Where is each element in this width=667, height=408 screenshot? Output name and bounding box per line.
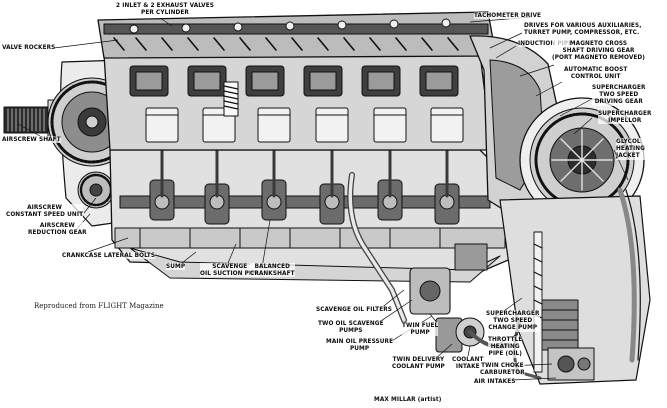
supercharger-impellor-label: SUPERCHARGER IMPELLOR [598,109,652,125]
reduction-line-2: REDUCTION GEAR [28,228,87,237]
balanced-crankshaft-label: BALANCED CRANKSHAFT [250,262,295,278]
valve-rockers-label: VALVE ROCKERS [2,43,56,52]
pumps-drawing [347,172,508,353]
tachometer-drive-label: TACHOMETER DRIVE [474,11,542,20]
crankcase-lateral-bolts-label: CRANKCASE LATERAL BOLTS [62,251,156,260]
supercharger-change-pump-label: SUPERCHARGER TWO SPEED CHANGE PUMP [486,309,540,332]
sc-gear-line-2: TWO SPEED [599,90,639,99]
two-oil-scavenge-pumps-label: TWO OIL SCAVENGE PUMPS [318,319,384,335]
twin-fuel-line-2: PUMP [410,328,430,337]
glycol-line-1: GLYCOL [616,137,641,145]
scavenge-pipe-line-1: SCAVENGE [212,262,248,270]
airscrew-reduction-gear-label: AIRSCREW REDUCTION GEAR [28,221,87,237]
throttle-line-3: PIPE (OIL) [488,349,522,358]
glycol-heating-jacket-label: GLYCOL HEATING JACKET [616,137,645,160]
magneto-cross-shaft-label: MAGNETO CROSS SHAFT DRIVING GEAR (PORT M… [552,39,646,62]
magneto-line-2: SHAFT DRIVING GEAR [562,46,635,55]
twin-fuel-pump-label: TWIN FUEL PUMP [402,321,439,337]
boost-line-1: AUTOMATIC BOOST [564,65,628,73]
auxiliary-drives-line-2: TURRET PUMP, COMPRESSOR, ETC. [524,28,640,37]
scavenge-oil-suction-pipe-label: SCAVENGE OIL SUCTION PIPE [200,262,260,278]
twin-fuel-line-1: TWIN FUEL [402,321,439,329]
twin-delivery-line-2: COOLANT PUMP [392,362,445,371]
coolant-intake-line-1: COOLANT [452,355,484,363]
csu-line-1: AIRSCREW [27,203,62,211]
twin-choke-line-1: TWIN CHOKE [481,361,524,369]
twin-choke-carburetor-label: TWIN CHOKE CARBURETOR [480,361,525,377]
artist-credit: MAX MILLAR (artist) [374,395,442,404]
auxiliary-drives-line-1: DRIVES FOR VARIOUS AUXILIARIES, [524,21,642,29]
induction-supercharger-drawing [469,35,651,385]
two-oil-line-1: TWO OIL SCAVENGE [318,319,384,327]
auxiliary-drives-label: DRIVES FOR VARIOUS AUXILIARIES, TURRET P… [524,21,642,37]
inlet-exhaust-valves-label: 2 INLET & 2 EXHAUST VALVES PER CYLINDER [116,1,215,17]
coolant-intake-label: COOLANT INTAKE [452,355,484,371]
sc-gear-line-1: SUPERCHARGER [592,83,646,91]
coolant-intake-line-2: INTAKE [455,362,480,371]
source-credit: Reproduced from FLIGHT Magazine [34,302,164,310]
supercharger-driving-gear-label: SUPERCHARGER TWO SPEED DRIVING GEAR [592,83,646,106]
magneto-line-3: (PORT MAGNETO REMOVED) [552,53,646,62]
cylinder-block-drawing [103,53,493,151]
crankshaft-line-2: CRANKSHAFT [250,269,295,278]
cylinder-head-drawing [97,11,497,59]
csu-line-2: CONSTANT SPEED UNIT [6,210,84,219]
two-oil-line-2: PUMPS [339,326,363,335]
airscrew-constant-speed-unit-label: AIRSCREW CONSTANT SPEED UNIT [6,203,84,219]
twin-delivery-line-1: TWIN DELIVERY [392,355,445,363]
glycol-line-3: JACKET [616,151,640,160]
inlet-exhaust-valves-line-2: PER CYLINDER [141,8,189,17]
inlet-exhaust-valves-line-1: 2 INLET & 2 EXHAUST VALVES [116,1,215,9]
throttle-heating-pipe-label: THROTTLE HEATING PIPE (OIL) [488,335,523,358]
airscrew-shaft-label: AIRSCREW SHAFT [2,135,61,144]
magneto-line-1: MAGNETO CROSS [569,39,628,47]
twin-delivery-coolant-pump-label: TWIN DELIVERY COOLANT PUMP [392,355,445,371]
reduction-line-1: AIRSCREW [39,221,75,229]
automatic-boost-control-label: AUTOMATIC BOOST CONTROL UNIT [564,65,628,81]
sc-impellor-line-1: SUPERCHARGER [598,109,652,117]
main-oil-line-2: PUMP [349,344,370,353]
induction-pipe-label: INDUCTION PIPE [518,39,573,48]
sump-label: SUMP [166,262,186,271]
sc-change-line-2: TWO SPEED [493,316,533,325]
main-oil-pressure-pump-label: MAIN OIL PRESSURE PUMP [326,337,394,353]
scavenge-oil-filters-label: SCAVENGE OIL FILTERS [316,305,392,314]
sc-impellor-line-2: IMPELLOR [608,116,642,125]
air-intakes-label: AIR INTAKES [474,377,516,386]
main-oil-line-1: MAIN OIL PRESSURE [326,337,394,345]
boost-line-2: CONTROL UNIT [570,72,621,81]
throttle-line-2: HEATING [490,342,520,351]
throttle-line-1: THROTTLE [488,335,523,343]
crankshaft-line-1: BALANCED [254,262,291,270]
sc-gear-line-3: DRIVING GEAR [594,97,643,106]
sc-change-line-3: CHANGE PUMP [488,323,538,332]
sc-change-line-1: SUPERCHARGER [486,309,540,317]
twin-choke-line-2: CARBURETOR [480,368,525,377]
scavenge-pipe-line-2: OIL SUCTION PIPE [200,269,260,278]
glycol-line-2: HEATING [616,144,645,153]
